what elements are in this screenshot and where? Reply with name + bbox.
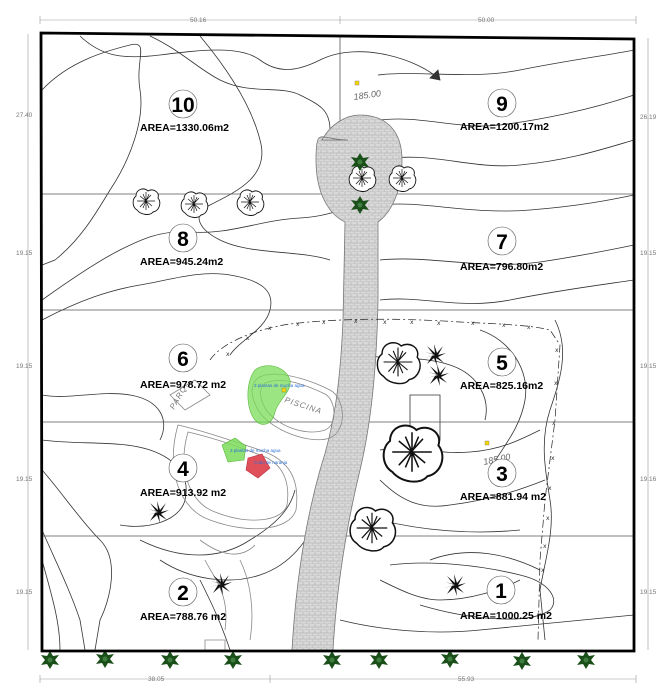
lot-area: AREA=1200.17m2 xyxy=(460,121,549,133)
lot-number: 1 xyxy=(495,580,507,603)
dim-right-5: 19.15 xyxy=(640,589,657,596)
tree-icon xyxy=(513,652,531,670)
dim-top-left: 50.16 xyxy=(190,17,207,24)
palm-icon xyxy=(147,501,169,523)
lot-area: AREA=1000.25 m2 xyxy=(460,610,552,622)
svg-text:x: x xyxy=(410,319,414,326)
dim-right-4: 19.16 xyxy=(640,476,657,483)
bush-icon xyxy=(132,188,161,215)
dim-left-1: 27.40 xyxy=(16,112,33,119)
lot-area: AREA=978.72 m2 xyxy=(140,379,226,391)
lot-area: AREA=945.24m2 xyxy=(140,256,223,268)
svg-text:x: x xyxy=(502,322,506,329)
lot-10: 10 AREA=1330.06m2 xyxy=(140,89,229,134)
lot-number: 8 xyxy=(177,228,189,251)
lot-number: 9 xyxy=(496,93,508,116)
svg-text:x: x xyxy=(551,455,555,462)
lot-8: 8 AREA=945.24m2 xyxy=(140,223,223,268)
tree-icon xyxy=(577,651,595,669)
lot-area: AREA=788.76 m2 xyxy=(140,611,226,623)
lot-area: AREA=796.80m2 xyxy=(460,261,543,273)
bush-icon xyxy=(382,424,444,483)
palm-icon xyxy=(427,364,449,386)
svg-text:x: x xyxy=(555,347,559,354)
lot-area: AREA=881.94 m2 xyxy=(460,491,546,503)
tree-icon xyxy=(370,651,388,669)
contour-label: 185.00 xyxy=(353,88,382,102)
tree-icon xyxy=(161,651,179,669)
orange-tree-note: Cubo de naranja xyxy=(254,460,288,465)
lot-labels: 10 AREA=1330.06m2 9 AREA=1200.17m2 8 ARE… xyxy=(140,88,552,623)
dim-right-1: 26.19 xyxy=(640,114,657,121)
paved-path xyxy=(291,114,403,651)
lot-number: 7 xyxy=(496,231,508,254)
tree-icon xyxy=(224,651,242,669)
svg-text:x: x xyxy=(296,321,300,328)
lot-4: 4 AREA=913.92 m2 xyxy=(140,453,226,499)
dim-top-right: 50.00 xyxy=(478,17,495,24)
property-boundary xyxy=(39,31,636,653)
bush-icon xyxy=(388,165,417,192)
dim-left-4: 19.15 xyxy=(16,476,33,483)
dimension-lines xyxy=(27,16,649,683)
palm-icon xyxy=(444,574,466,596)
contour-lines xyxy=(41,35,635,651)
svg-text:x: x xyxy=(354,318,358,325)
svg-text:x: x xyxy=(322,319,326,326)
svg-text:x: x xyxy=(437,320,441,327)
svg-text:x: x xyxy=(268,325,272,332)
svg-text:x: x xyxy=(471,320,475,327)
tree-icon xyxy=(96,650,114,668)
dim-bottom-right: 55.93 xyxy=(458,676,475,683)
lot-6: 6 AREA=978.72 m2 xyxy=(140,343,226,391)
svg-text:x: x xyxy=(226,351,230,358)
lot-5: 5 AREA=825.16m2 xyxy=(460,347,543,392)
lot-3: 3 AREA=881.94 m2 xyxy=(460,458,546,503)
lot-number: 10 xyxy=(171,94,194,117)
svg-text:x: x xyxy=(383,319,387,326)
planting-zones xyxy=(221,365,291,479)
dim-left-3: 19.15 xyxy=(16,363,33,370)
lot-number: 6 xyxy=(177,348,189,371)
bush-icon xyxy=(236,189,265,216)
bush-icon xyxy=(180,191,209,218)
planting-note: 3 plantas de mucha agua xyxy=(254,383,305,388)
tree-icon xyxy=(441,650,459,668)
svg-text:x: x xyxy=(548,485,552,492)
lot-number: 2 xyxy=(177,582,189,605)
dim-left-5: 19.15 xyxy=(16,589,33,596)
lot-1: 1 AREA=1000.25 m2 xyxy=(460,575,552,622)
bush-icon xyxy=(376,342,421,385)
dim-right-3: 19.15 xyxy=(640,363,657,370)
dim-bottom-left: 38.05 xyxy=(148,676,165,683)
lot-number: 4 xyxy=(177,458,189,481)
dim-right-2: 19.15 xyxy=(640,250,657,257)
svg-text:x: x xyxy=(527,324,531,331)
tree-icon xyxy=(41,651,59,669)
lot-area: AREA=913.92 m2 xyxy=(140,487,226,499)
pool-label: PISCINA xyxy=(283,395,323,416)
tree-icon xyxy=(323,651,341,669)
bush-icon xyxy=(348,165,377,192)
dim-left-2: 19.15 xyxy=(16,250,33,257)
palm-icon xyxy=(210,573,232,595)
bush-icon xyxy=(349,506,397,552)
lot-number: 3 xyxy=(496,463,508,486)
lot-area: AREA=825.16m2 xyxy=(460,380,543,392)
svg-text:x: x xyxy=(554,380,558,387)
svg-text:x: x xyxy=(543,543,547,550)
svg-text:x: x xyxy=(541,567,545,574)
planting-note: 3 plantas de mucha agua xyxy=(230,448,281,453)
fence-line: x x x x x x x x x x x x x x x x x x x x xyxy=(209,318,561,641)
svg-text:x: x xyxy=(246,335,250,342)
svg-text:x: x xyxy=(552,420,556,427)
lot-2: 2 AREA=788.76 m2 xyxy=(140,577,226,623)
svg-text:x: x xyxy=(546,515,550,522)
lot-7: 7 AREA=796.80m2 xyxy=(460,226,543,273)
lot-area: AREA=1330.06m2 xyxy=(140,122,229,134)
lot-number: 5 xyxy=(496,352,508,375)
lot-9: 9 AREA=1200.17m2 xyxy=(460,88,549,133)
